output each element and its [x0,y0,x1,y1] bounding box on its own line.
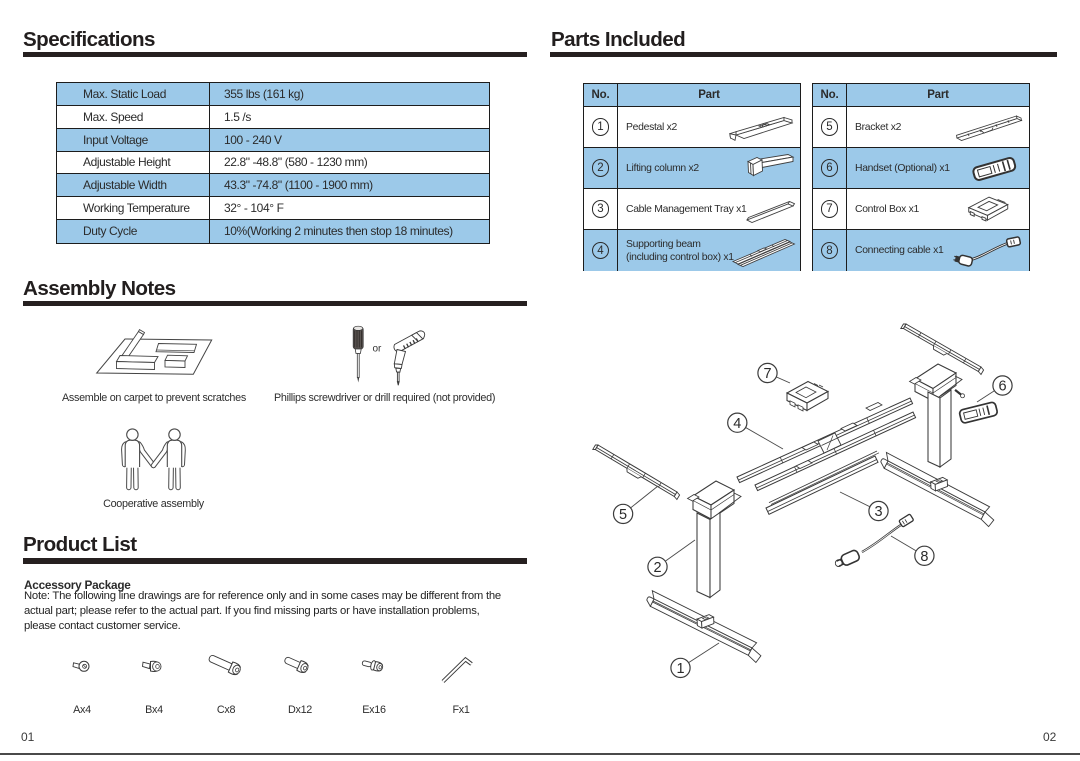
svg-text:7: 7 [763,366,771,382]
svg-text:or: or [373,344,383,355]
svg-text:3: 3 [874,504,882,520]
svg-text:8: 8 [920,549,928,565]
svg-text:1: 1 [676,661,684,677]
svg-text:2: 2 [653,560,661,576]
svg-text:5: 5 [619,507,627,523]
svg-text:6: 6 [998,379,1006,395]
svg-text:4: 4 [733,416,741,432]
